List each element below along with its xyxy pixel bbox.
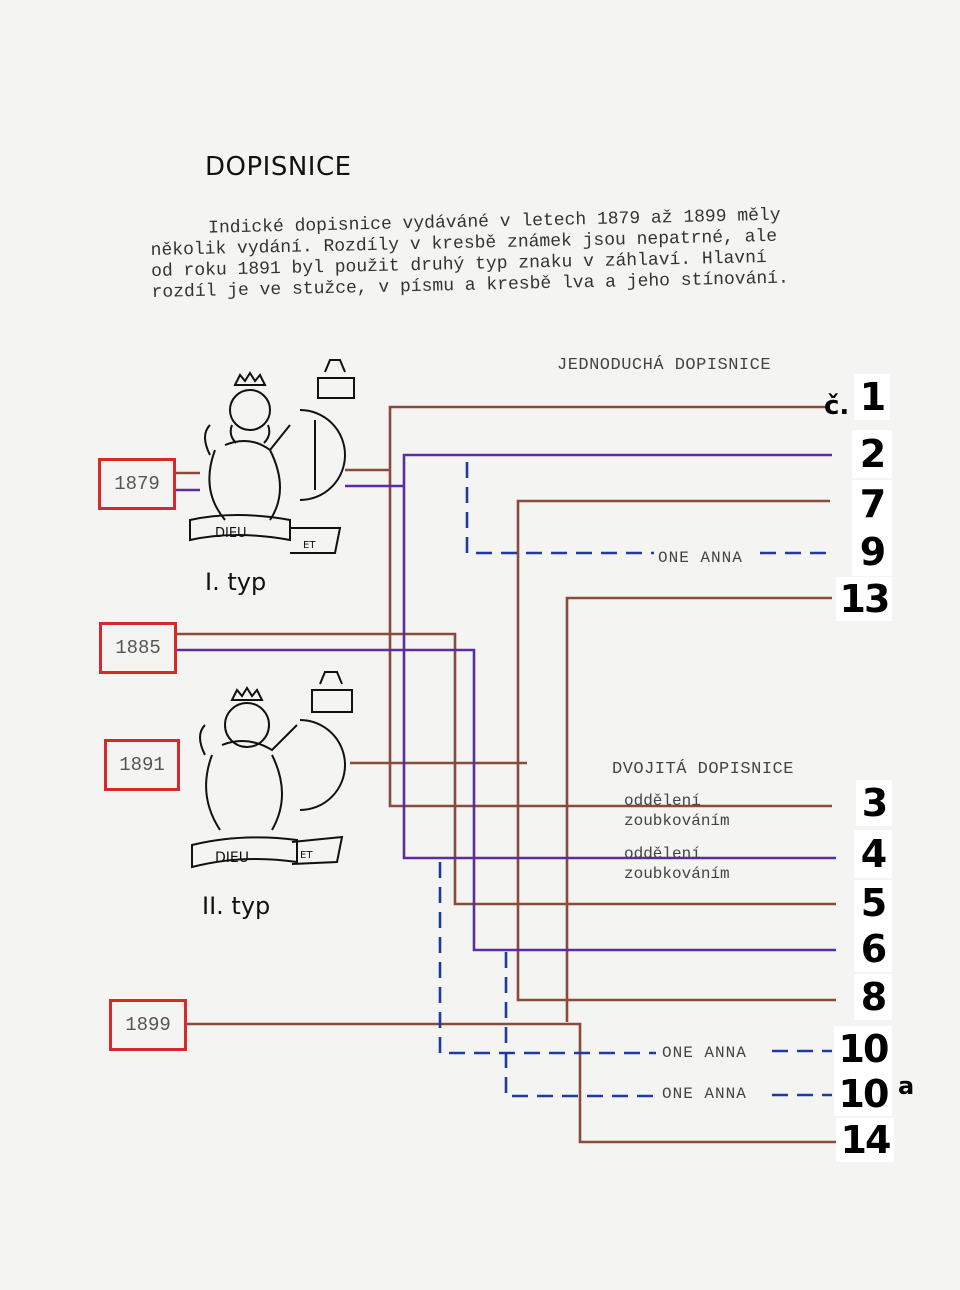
emblem-type-2 xyxy=(191,671,353,869)
separation-label-line2: zoubkováním xyxy=(624,812,730,830)
one-anna-label: ONE ANNA xyxy=(658,1044,751,1062)
emblem-motto-dieu: DIEU xyxy=(215,526,247,541)
year-box-1891: 1891 xyxy=(104,739,180,791)
card-number-1: 1 xyxy=(854,374,890,420)
double-card-section-label: DVOJITÁ DOPISNICE xyxy=(612,760,794,779)
year-box-1899: 1899 xyxy=(109,999,187,1051)
type-2-label: II. typ xyxy=(202,892,271,920)
lion-head-icon xyxy=(229,389,271,431)
card-number-suffix: a xyxy=(898,1072,915,1100)
card-number-14: 14 xyxy=(836,1118,894,1162)
emblem-motto-et: ET xyxy=(303,540,316,551)
crest-icon xyxy=(324,359,346,373)
line-to-1 xyxy=(388,405,830,470)
dashed-line-to-10 xyxy=(438,862,656,1055)
blue-dashed-connectors xyxy=(438,462,832,1098)
card-number-2: 2 xyxy=(852,430,892,478)
line-to-2-and-4 xyxy=(402,453,836,860)
emblem-motto-et: ET xyxy=(300,850,313,861)
year-box-1885: 1885 xyxy=(99,622,177,674)
separation-label: oddělení zoubkováním xyxy=(624,791,730,831)
line-to-5 xyxy=(175,632,836,906)
line-to-14 xyxy=(185,1022,836,1144)
one-anna-label: ONE ANNA xyxy=(658,1085,751,1103)
crown-icon xyxy=(233,371,267,386)
motto-ribbon xyxy=(191,836,298,869)
single-card-section-label: JEDNODUCHÁ DOPISNICE xyxy=(557,356,772,375)
helmet-icon xyxy=(317,377,355,399)
emblem-motto-dieu: DIEU xyxy=(215,850,249,866)
helmet-icon xyxy=(311,689,353,713)
line-to-7-and-8 xyxy=(516,499,836,1002)
separation-label-line1: oddělení xyxy=(624,792,701,810)
dashed-line-to-9 xyxy=(465,462,656,555)
card-number-10a: 10 xyxy=(834,1072,892,1116)
crest-icon xyxy=(319,671,343,685)
card-number-3: 3 xyxy=(856,780,892,826)
motto-ribbon xyxy=(189,514,291,542)
line-to-13 xyxy=(565,596,832,1022)
brown-connectors xyxy=(175,405,836,1144)
card-number-6: 6 xyxy=(854,926,892,972)
shield-icon xyxy=(299,719,347,811)
lion-mane xyxy=(229,424,271,444)
crown-icon xyxy=(230,686,264,701)
lion-body-icon xyxy=(204,424,291,521)
card-number-8: 8 xyxy=(854,974,892,1020)
number-prefix: č. xyxy=(824,391,850,421)
separation-label: oddělení zoubkováním xyxy=(624,844,730,884)
card-number-7: 7 xyxy=(852,480,892,528)
one-anna-label: ONE ANNA xyxy=(654,549,747,567)
line-to-3 xyxy=(388,470,832,808)
separation-label-line2: zoubkováním xyxy=(624,865,730,883)
card-number-13: 13 xyxy=(836,577,892,621)
emblem-type-1 xyxy=(189,359,355,554)
shield-icon xyxy=(299,409,347,501)
motto-ribbon-end xyxy=(290,527,342,554)
lion-body-icon xyxy=(199,724,298,831)
type-1-label: I. typ xyxy=(205,568,267,596)
purple-connectors xyxy=(175,453,836,952)
motto-ribbon-end xyxy=(291,835,344,865)
card-number-10: 10 xyxy=(834,1026,892,1072)
line-to-6 xyxy=(175,648,836,952)
lion-head-icon xyxy=(224,702,270,748)
page-title: DOPISNICE xyxy=(205,152,352,182)
card-number-5: 5 xyxy=(854,880,892,926)
year-box-1879: 1879 xyxy=(98,458,176,510)
card-number-9: 9 xyxy=(852,528,892,576)
separation-label-line1: oddělení xyxy=(624,845,701,863)
card-number-4: 4 xyxy=(854,830,892,878)
